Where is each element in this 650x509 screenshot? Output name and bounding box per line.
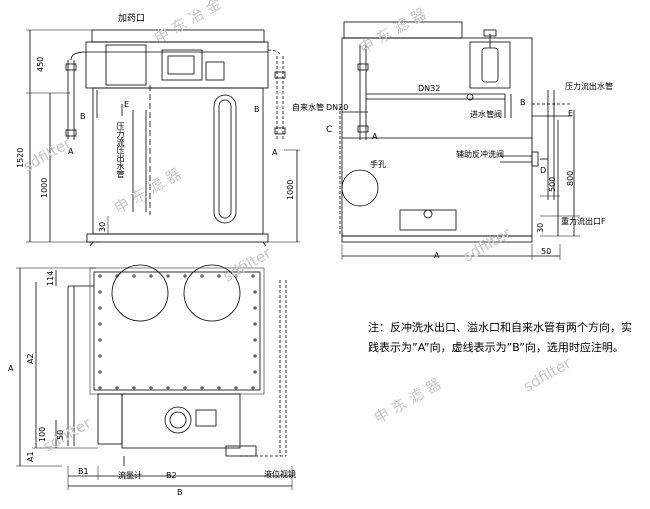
dim-800: 800 [566,170,575,186]
label-level-gauge: 液位视镜 [264,470,296,479]
letter-a: A [272,148,278,157]
letter-a: A [68,147,74,156]
dim-114: 114 [46,270,55,286]
bolt-mark [115,386,119,390]
bolt-mark [166,274,170,278]
bolt-mark [166,386,170,390]
letter-d: D [540,166,547,175]
dim-450: 450 [36,56,45,72]
label-pressure-outlet: 压力流出水管 [565,82,613,91]
side-view [339,21,580,260]
bolt-mark [149,386,153,390]
bolt-mark [200,274,204,278]
bolt-mark [253,338,257,342]
letter-b: B [80,112,86,121]
bolt-mark [251,386,255,390]
bolt-mark [183,274,187,278]
letter-b: B [520,98,526,107]
note-text: 注：反冲洗水出口、溢水口和自来水管有两个方向，实践表示为”A”向，虚线表示为”B… [368,321,632,354]
bolt-mark [98,322,102,326]
bolt-mark [132,274,136,278]
label-dosing-port: 加药口 [118,14,146,24]
dim-30: 30 [98,221,107,232]
dim-50: 50 [56,429,65,440]
label-hand-hole: 手孔 [370,160,386,169]
bolt-mark [253,290,257,294]
front-view [26,29,300,247]
bolt-mark [98,290,102,294]
bolt-mark [149,274,153,278]
label-tap-water: 自来水管 [292,103,324,112]
dim-1520: 1520 [16,147,25,168]
dim-500: 500 [548,176,557,192]
letter-c: C [326,125,333,135]
dim-50: 50 [541,247,552,256]
label-dn32: DN32 [418,84,441,93]
letter-a: A [8,364,14,373]
bolt-mark [217,274,221,278]
dim-100: 100 [38,426,47,442]
letter-b: B [177,488,183,497]
bolt-mark [98,274,102,278]
letter-a: A [434,251,440,260]
letter-a: A [372,132,378,141]
label-pressure-pipe: 压力流压出水管 [116,122,125,178]
bolt-mark [253,370,257,374]
dim-1000: 1000 [40,177,49,198]
letter-b1: B1 [78,467,89,476]
label-gravity-outlet: 重力流出口F [561,217,606,226]
letter-e: E [124,100,130,109]
bolt-mark [253,306,257,310]
letter-e: E [568,109,574,118]
bolt-mark [132,386,136,390]
bolt-mark [234,386,238,390]
bolt-mark [251,274,255,278]
bolt-mark [98,354,102,358]
bolt-mark [234,274,238,278]
bolt-mark [253,322,257,326]
label-inlet-valve: 进水管阀 [470,110,502,119]
label-dn20: DN20 [326,103,349,112]
bolt-mark [200,386,204,390]
bolt-mark [98,338,102,342]
letter-a2: A2 [26,353,35,364]
dim-30: 30 [536,222,545,233]
bolt-mark [253,354,257,358]
letter-a1: A1 [26,451,35,462]
label-flowmeter: 流量计 [118,471,142,480]
letter-b2: B2 [166,471,177,480]
bolt-mark [98,370,102,374]
label-backwash-valve: 辅助反冲洗阀 [456,150,504,159]
bolt-mark [98,386,102,390]
bolt-mark [183,386,187,390]
plan-view [16,264,293,490]
bolt-mark [217,386,221,390]
dim-1000: 1000 [286,179,295,200]
bolt-mark [98,306,102,310]
letter-b: B [254,105,260,114]
bolt-mark [115,274,119,278]
